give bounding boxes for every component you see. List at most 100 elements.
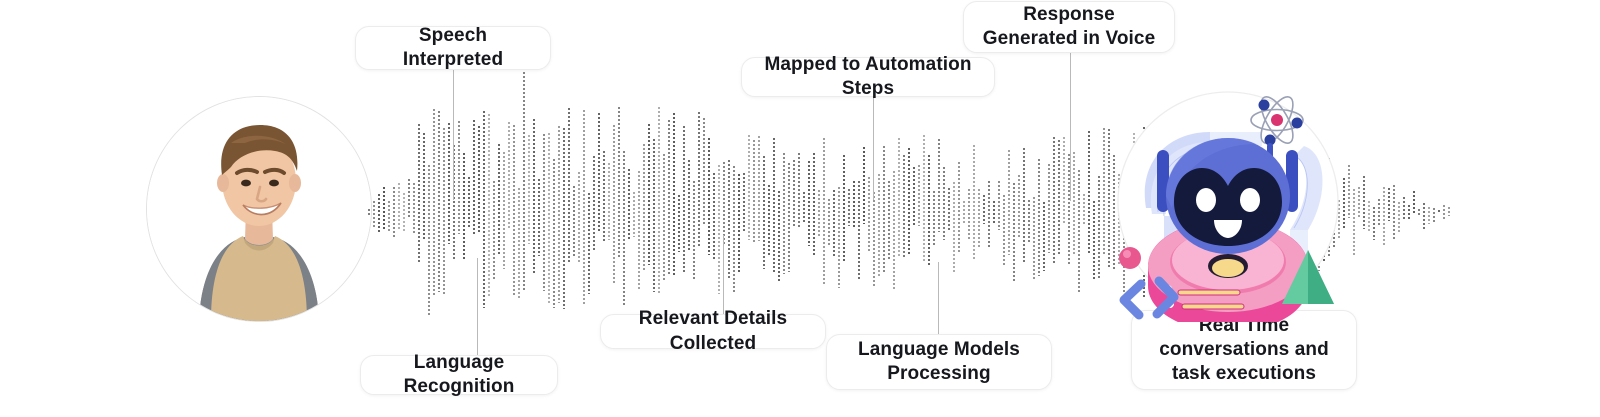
waveform-bar (663, 154, 665, 280)
waveform-bar (838, 187, 840, 288)
waveform-bar (468, 177, 470, 229)
waveform-bar (643, 144, 645, 272)
waveform-bar (828, 199, 830, 247)
waveform-bar (773, 138, 775, 274)
waveform-bar (758, 136, 760, 241)
avatar-illustration (147, 97, 371, 321)
waveform-bar (668, 120, 670, 274)
waveform-bar (463, 153, 465, 261)
waveform-bar (1443, 205, 1445, 221)
waveform-bar (508, 122, 510, 228)
connector-response-generated-in-voice (1070, 53, 1071, 201)
waveform-bar (603, 151, 605, 243)
waveform-bar (673, 113, 675, 276)
label-response-generated-in-voice[interactable]: Response Generated in Voice (963, 1, 1175, 53)
waveform-bar (1353, 189, 1355, 256)
waveform-bar (613, 125, 615, 284)
waveform-bar (1398, 202, 1400, 233)
waveform-bar (483, 111, 485, 308)
waveform-bar (893, 171, 895, 289)
waveform-bar (1383, 187, 1385, 245)
waveform-bar (1418, 209, 1420, 215)
waveform-bar (683, 126, 685, 274)
waveform-bar (523, 60, 525, 290)
waveform-bar (968, 189, 970, 241)
waveform-bar (1063, 137, 1065, 223)
robot-head (1157, 138, 1298, 254)
pink-sphere-accent (1119, 247, 1141, 269)
waveform-bar (918, 165, 920, 226)
waveform-bar (578, 172, 580, 262)
waveform-bar (1043, 202, 1045, 271)
waveform-bar (733, 166, 735, 294)
waveform-bar (943, 167, 945, 240)
waveform-bar (503, 152, 505, 269)
waveform-bar (818, 190, 820, 238)
waveform-bar (378, 194, 380, 232)
waveform-bar (1018, 175, 1020, 239)
label-relevant-details-collected[interactable]: Relevant Details Collected (600, 308, 826, 354)
waveform-bar (778, 191, 780, 281)
speaking-person-photo (146, 96, 372, 322)
waveform-bar (1003, 195, 1005, 265)
waveform-bar (448, 123, 450, 244)
waveform-bar (833, 190, 835, 258)
label-speech-interpreted[interactable]: Speech Interpreted (355, 25, 551, 70)
waveform-bar (443, 128, 445, 296)
waveform-bar (418, 124, 420, 263)
waveform-bar (623, 151, 625, 305)
label-language-models-processing[interactable]: Language Models Processing (826, 334, 1052, 390)
waveform-bar (1088, 131, 1090, 253)
waveform-bar (1373, 207, 1375, 240)
label-mapped-to-automation-steps[interactable]: Mapped to Automation Steps (741, 54, 995, 99)
waveform-bar (913, 167, 915, 227)
waveform-bar (428, 165, 430, 317)
waveform-bar (1348, 165, 1350, 218)
waveform-bar (1073, 152, 1075, 255)
waveform-bar (1428, 207, 1430, 224)
waveform-bar (708, 138, 710, 255)
waveform-bar (858, 181, 860, 281)
connector-relevant-details-collected (723, 235, 724, 314)
waveform-bar (543, 134, 545, 291)
waveform-bar (1448, 207, 1450, 216)
atom-electron (1258, 99, 1270, 111)
waveform-bar (728, 160, 730, 280)
waveform-bar (533, 119, 535, 273)
waveform-bar (568, 108, 570, 263)
waveform-bar (648, 124, 650, 265)
waveform-bar (798, 153, 800, 229)
waveform-bar (1008, 150, 1010, 255)
waveform-bar (408, 179, 410, 219)
label-language-recognition[interactable]: Language Recognition (360, 352, 558, 397)
waveform-bar (618, 107, 620, 258)
waveform-bar (903, 155, 905, 258)
waveform-bar (1033, 197, 1035, 281)
waveform-bar (1378, 199, 1380, 227)
waveform-bar (933, 191, 935, 246)
waveform-bar (563, 128, 565, 309)
waveform-bar (958, 162, 960, 253)
waveform-bar (753, 140, 755, 242)
waveform-bar (898, 138, 900, 257)
waveform-bar (633, 192, 635, 237)
waveform-bar (488, 114, 490, 297)
waveform-bar (808, 161, 810, 246)
waveform-bar (813, 153, 815, 257)
waveform-bar (628, 169, 630, 241)
waveform-bar (1023, 148, 1025, 262)
waveform-bar (413, 183, 415, 235)
waveform-bar (598, 113, 600, 232)
waveform-bar (553, 159, 555, 308)
waveform-bar (988, 181, 990, 247)
waveform-bar (1098, 176, 1100, 278)
waveform-bar (388, 201, 390, 232)
waveform-bar (1363, 176, 1365, 229)
atom-electron (1291, 117, 1303, 129)
waveform-bar (398, 183, 400, 231)
waveform-bar (983, 195, 985, 224)
label-real-time-conversations-and-task-executions[interactable]: Real Time conversations and task executi… (1131, 310, 1357, 390)
robot-face-visor (1174, 168, 1282, 246)
waveform-bar (1078, 170, 1080, 294)
waveform-bar (1403, 197, 1405, 221)
